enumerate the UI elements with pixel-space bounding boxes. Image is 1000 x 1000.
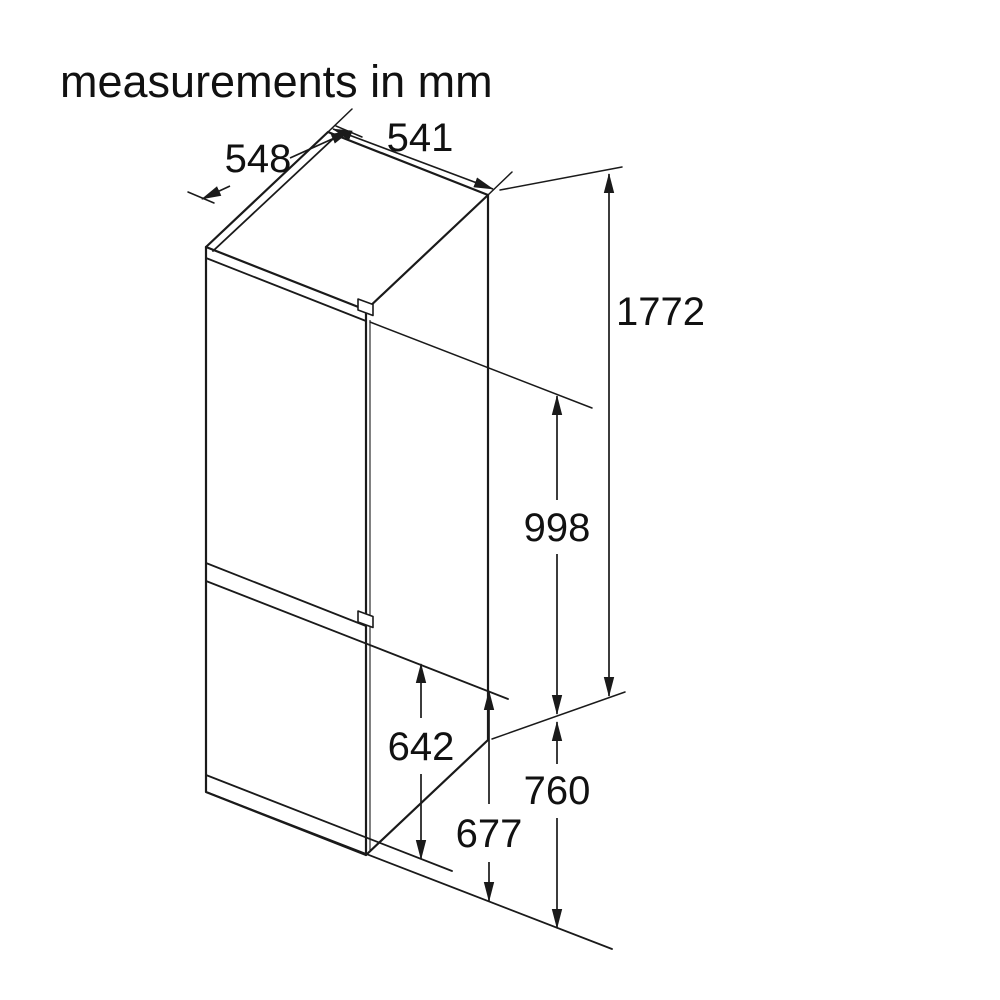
dim-label-1772: 1772: [616, 290, 705, 334]
ext-peak-overshoot: [327, 108, 353, 133]
lower-door-top-edge-extension: [205, 580, 509, 700]
ext-bottom-back: [491, 691, 626, 740]
fridge-top-right-edge: [364, 193, 490, 312]
ext-back-corner-overshoot: [487, 171, 513, 196]
dim-541-line: [332, 128, 494, 190]
upper-door-top-edge: [205, 257, 367, 322]
lower-hinge-icon: [357, 610, 374, 629]
diagram-title: measurements in mm: [60, 56, 493, 107]
dim-label-998: 998: [524, 506, 591, 550]
dim-label-642: 642: [388, 725, 455, 769]
ext-548-left-tick: [187, 191, 215, 204]
ext-door-top: [369, 321, 593, 409]
ext-top-height: [499, 166, 623, 191]
dim-label-677: 677: [456, 812, 523, 856]
dim-548-line-a: [201, 185, 231, 200]
dimension-labels: measurements in mm 548 541 1772 998 642 …: [60, 56, 705, 856]
dimension-lines: [201, 128, 615, 929]
dim-label-760: 760: [524, 769, 591, 813]
dim-label-541: 541: [387, 116, 454, 160]
upper-hinge-icon: [357, 298, 374, 317]
lower-door-bottom-edge-extension: [205, 774, 453, 872]
upper-door-bottom-edge: [205, 562, 367, 627]
floor-reference-line: [205, 791, 613, 950]
dim-label-548: 548: [225, 137, 292, 181]
fridge-top-rim: [212, 136, 336, 252]
fridge-top-front-edge: [204, 245, 368, 312]
